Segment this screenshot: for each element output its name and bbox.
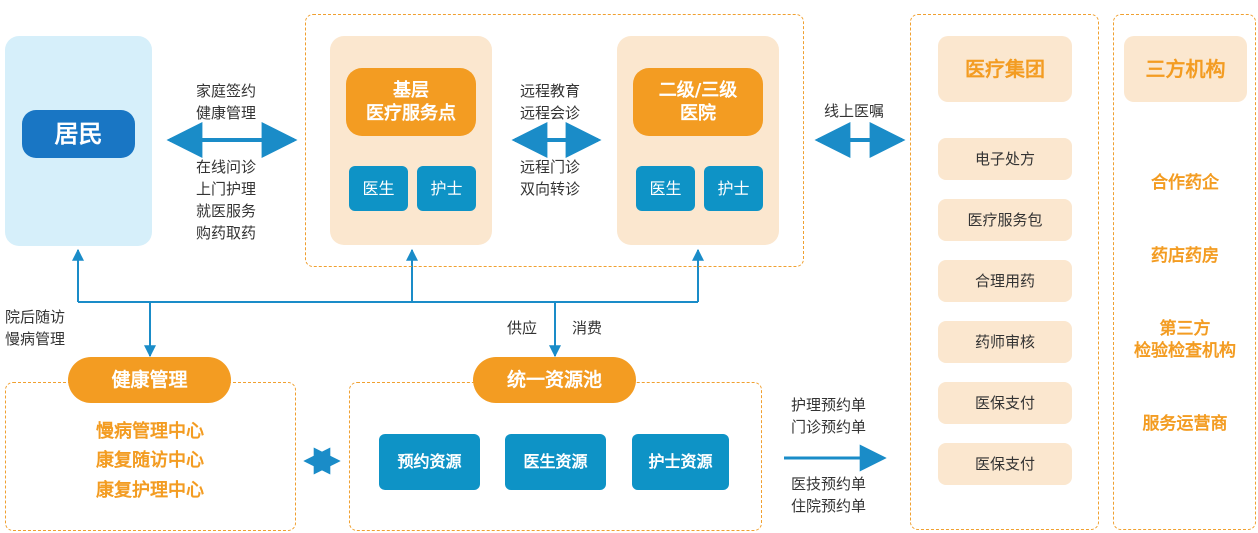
resource-pool-title[interactable]: 统一资源池 (473, 357, 636, 403)
label-family-sign: 家庭签约 (196, 82, 257, 100)
third-party-item: 服务运营商 (1116, 413, 1254, 435)
label-supply: 供应 (507, 319, 538, 337)
link-resident-primary-bottom: 在线问诊 上门护理 就医服务 购药取药 (196, 156, 256, 244)
hospital-doctor-label: 医生 (649, 179, 682, 198)
care-network-container (305, 14, 804, 267)
hospital-nurse-button[interactable]: 护士 (704, 166, 763, 211)
health-center-label: 康复随访中心 (96, 450, 204, 471)
health-mgmt-title[interactable]: 健康管理 (68, 357, 231, 403)
medical-group-item[interactable]: 医保支付 (938, 382, 1072, 424)
third-party-item-label: 第三方 检验检查机构 (1134, 319, 1236, 361)
hospital-doctor-button[interactable]: 医生 (636, 166, 695, 211)
label-remote-education: 远程教育 (520, 82, 581, 100)
label-online-orders: 线上医嘱 (824, 102, 885, 120)
resource-nurse-label: 护士资源 (648, 452, 713, 471)
health-center-item: 康复护理中心 (70, 479, 230, 503)
health-center-item: 慢病管理中心 (70, 420, 230, 444)
label-inpatient-booking: 住院预约单 (791, 497, 867, 515)
medical-group-item[interactable]: 合理用药 (938, 260, 1072, 302)
third-party-container (1113, 14, 1256, 530)
health-center-label: 慢病管理中心 (96, 421, 204, 442)
medical-group-item[interactable]: 医保支付 (938, 443, 1072, 485)
label-outpatient-booking: 门诊预约单 (791, 418, 867, 436)
link-resident-primary-top: 家庭签约 健康管理 (196, 80, 256, 124)
medical-group-title-label: 医疗集团 (965, 57, 1045, 81)
label-buy-medicine: 购药取药 (196, 224, 257, 242)
label-nursing-booking: 护理预约单 (791, 396, 867, 414)
label-remote-consultation: 远程会诊 (520, 104, 581, 122)
label-home-nursing: 上门护理 (196, 180, 257, 198)
label-remote-clinic: 远程门诊 (520, 158, 581, 176)
third-party-item-label: 合作药企 (1151, 173, 1219, 193)
label-tech-booking: 医技预约单 (791, 475, 867, 493)
primary-doctor-label: 医生 (362, 179, 395, 198)
followup-labels: 院后随访 慢病管理 (5, 306, 65, 350)
primary-care-title-line1: 基层 (393, 80, 429, 101)
primary-nurse-label: 护士 (430, 179, 463, 198)
label-two-way-referral: 双向转诊 (520, 180, 581, 198)
primary-nurse-button[interactable]: 护士 (417, 166, 476, 211)
label-health-mgmt: 健康管理 (196, 104, 257, 122)
health-center-label: 康复护理中心 (96, 480, 204, 501)
booking-bottom-labels: 医技预约单 住院预约单 (791, 473, 866, 517)
medical-group-item-label: 医保支付 (974, 394, 1035, 412)
medical-group-item[interactable]: 医疗服务包 (938, 199, 1072, 241)
third-party-item: 药店药房 (1116, 245, 1254, 267)
link-primary-hospital-top: 远程教育 远程会诊 (520, 80, 580, 124)
medical-group-item[interactable]: 药师审核 (938, 321, 1072, 363)
label-medical-service: 就医服务 (196, 202, 257, 220)
medical-group-item-label: 电子处方 (974, 150, 1035, 168)
health-mgmt-title-label: 健康管理 (111, 369, 188, 391)
label-post-discharge-followup: 院后随访 (5, 308, 66, 326)
resource-nurse-button[interactable]: 护士资源 (632, 434, 729, 490)
booking-top-labels: 护理预约单 门诊预约单 (791, 394, 866, 438)
resource-booking-button[interactable]: 预约资源 (379, 434, 480, 490)
primary-care-title[interactable]: 基层 医疗服务点 (346, 68, 476, 136)
primary-care-title-line2: 医疗服务点 (366, 103, 456, 124)
medical-group-item-label: 医保支付 (974, 455, 1035, 473)
medical-group-title[interactable]: 医疗集团 (938, 36, 1072, 102)
third-party-item: 第三方 检验检查机构 (1116, 318, 1254, 362)
hospital-title[interactable]: 二级/三级 医院 (633, 68, 763, 136)
hospital-title-line2: 医院 (680, 103, 716, 124)
medical-group-item-label: 合理用药 (974, 272, 1035, 290)
medical-group-container (910, 14, 1099, 530)
third-party-item: 合作药企 (1116, 172, 1254, 194)
third-party-title[interactable]: 三方机构 (1124, 36, 1247, 102)
medical-group-item-label: 医疗服务包 (967, 211, 1043, 229)
medical-group-item[interactable]: 电子处方 (938, 138, 1072, 180)
third-party-title-label: 三方机构 (1145, 57, 1226, 81)
link-primary-hospital-bottom: 远程门诊 双向转诊 (520, 156, 580, 200)
medical-group-item-label: 药师审核 (974, 333, 1035, 351)
hospital-title-line1: 二级/三级 (658, 80, 738, 101)
label-consume: 消费 (572, 319, 603, 337)
label-online-consult: 在线问诊 (196, 158, 257, 176)
hospital-nurse-label: 护士 (717, 179, 750, 198)
resource-pool-title-label: 统一资源池 (506, 369, 602, 391)
third-party-item-label: 服务运营商 (1142, 414, 1228, 434)
primary-doctor-button[interactable]: 医生 (349, 166, 408, 211)
resource-booking-label: 预约资源 (397, 452, 462, 471)
resource-doctor-label: 医生资源 (523, 452, 588, 471)
resource-doctor-button[interactable]: 医生资源 (505, 434, 606, 490)
third-party-item-label: 药店药房 (1151, 246, 1219, 266)
resident-pill[interactable]: 居民 (22, 110, 135, 158)
health-center-item: 康复随访中心 (70, 449, 230, 473)
resident-label: 居民 (54, 120, 103, 148)
label-chronic-mgmt: 慢病管理 (5, 330, 66, 348)
